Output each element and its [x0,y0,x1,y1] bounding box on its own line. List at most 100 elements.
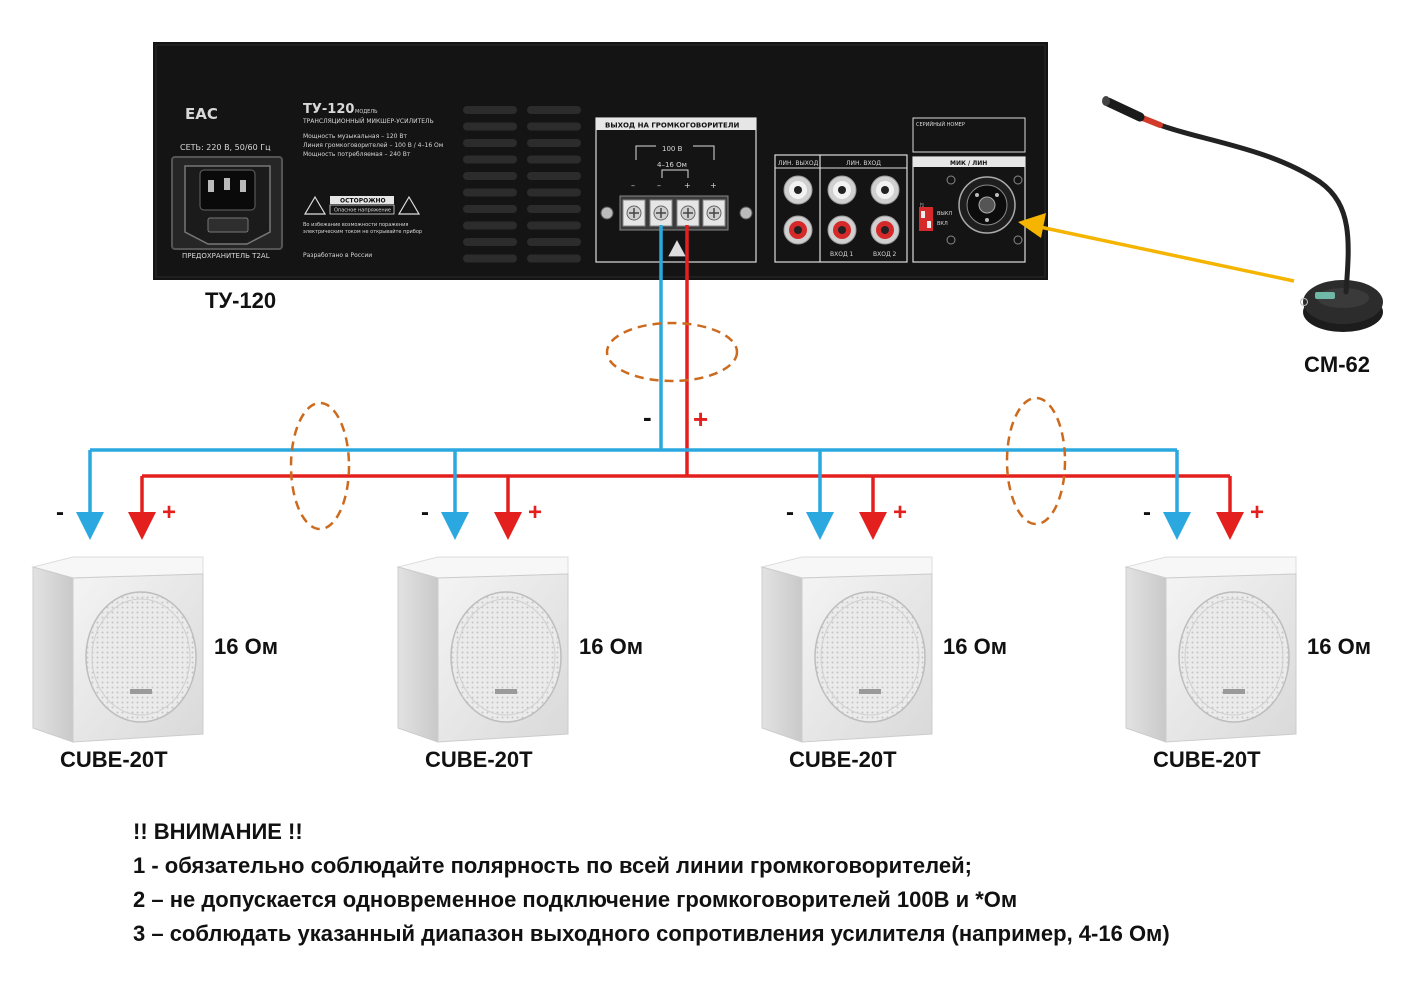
speaker-cube-20t [760,556,933,743]
vent-slot [527,172,581,180]
vent-slot [463,205,517,213]
mic-connection-arrow [1018,213,1295,283]
speaker-impedance: 16 Ом [214,634,278,659]
power-socket [171,156,283,250]
spec-line: Мощность музыкальная – 120 Вт [303,133,408,140]
speaker-name: CUBE-20T [425,747,533,772]
speaker-name: CUBE-20T [60,747,168,772]
caution-sub: Опасное напряжение [334,208,391,214]
speaker-minus-label: - [1143,499,1151,526]
output-ohm: 4–16 Ом [657,161,687,169]
speaker-grill [85,591,197,723]
amplifier-name: ТУ-120 [205,288,276,313]
speaker-minus-label: - [786,499,794,526]
warning-icon [668,240,686,257]
speaker-impedance: 16 Ом [943,634,1007,659]
speaker-name: CUBE-20T [1153,747,1261,772]
speaker-badge [495,689,517,694]
speaker-impedance: 16 Ом [1307,634,1371,659]
vent-slot [527,155,581,164]
amplifier-rear-panel: ЕАС СЕТЬ: 220 В, 50/60 Гц ПРЕДОХРАНИТЕЛЬ… [153,42,1048,280]
note-line: 2 – не допускается одновременное подключ… [133,887,1018,912]
wire-pair-ellipse [1005,396,1067,526]
negative-arrow [1163,512,1191,540]
positive-arrow [859,512,887,540]
vent-slot [463,122,517,131]
speaker-name: CUBE-20T [789,747,897,772]
vent-slot [527,254,581,263]
positive-arrow [1216,512,1244,540]
vent-slot [463,106,517,114]
caution-title: ОСТОРОЖНО [340,198,386,205]
vent-slot [527,139,581,147]
vent-slot [463,139,517,147]
vent-slot [463,188,517,197]
vent-slot [527,106,581,114]
microphone-name: CM-62 [1304,352,1370,377]
vent-slot [463,155,517,164]
speaker-plus-label: + [1250,499,1264,526]
note-line: 3 – соблюдать указанный диапазон выходно… [133,921,1170,946]
notes-title: !! ВНИМАНИЕ !! [133,819,303,844]
speaker-grill [1178,591,1290,723]
speaker-plus-label: + [528,499,542,526]
speaker-plus-label: + [893,499,907,526]
model-subtitle: ТРАНСЛЯЦИОННЫЙ МИКШЕР-УСИЛИТЕЛЬ [302,118,434,125]
main-plus-label: + [693,404,708,434]
speaker-impedance: 16 Ом [579,634,643,659]
note-line: 1 - обязательно соблюдайте полярность по… [133,853,972,878]
speaker-minus-label: - [56,499,64,526]
positive-arrow [128,512,156,540]
spec-line: Мощность потребляемая – 240 Вт [303,151,411,158]
main-minus-label: - [643,402,652,432]
output-100v: 100 В [662,145,683,153]
speaker-cube-20t [396,556,569,743]
line-out-label: ЛИН. ВЫХОД [778,160,819,167]
fuse-holder [207,217,249,233]
speaker-cube-20t [31,556,204,743]
speaker-grill [450,591,562,723]
line-in-label: ЛИН. ВХОД [846,160,881,167]
output-title: ВЫХОД НА ГРОМКОГОВОРИТЕЛИ [605,122,740,130]
positive-arrow [494,512,522,540]
vent-slot [463,172,517,180]
speaker-badge [130,689,152,694]
speaker-grill [814,591,926,723]
speaker-cube-20t [1124,556,1297,743]
terminal-sign: + [710,181,717,190]
made-in-label: Разработано в России [303,252,372,259]
spec-line: Линия громкоговорителей – 100 В / 4–16 О… [303,142,443,149]
vent-slot [527,122,581,131]
caution-block: ОСТОРОЖНО Опасное напряжение [303,195,421,215]
fuse-label: ПРЕДОХРАНИТЕЛЬ T2AL [182,252,270,260]
input2-label: ВХОД 2 [873,251,897,258]
grouping-ellipses [289,321,1067,531]
wire-pair-ellipse [289,401,351,531]
speaker-badge [1223,689,1245,694]
terminal-sign: + [684,181,691,190]
terminal-sign: – [657,181,661,190]
speaker-minus-label: - [421,499,429,526]
line-io-block: ЛИН. ВЫХОД ЛИН. ВХОД ВХОД 1 ВХОД 2 [774,154,908,263]
model-label: ТУ-120 [303,102,354,117]
off-label: ВЫКЛ [937,211,952,217]
power-label: СЕТЬ: 220 В, 50/60 Гц [180,143,271,152]
speaker-output-block: ВЫХОД НА ГРОМКОГОВОРИТЕЛИ 100 В 4–16 Ом … [595,117,757,263]
negative-arrow [76,512,104,540]
vent-slot [527,238,581,246]
negative-arrow [806,512,834,540]
mic-label: МИК / ЛИН [950,160,987,167]
eac-mark: ЕАС [185,105,218,123]
ventilation-slots [463,106,581,263]
model-word: МОДЕЛЬ [355,109,378,115]
vent-slot [463,238,517,246]
negative-arrow [441,512,469,540]
vent-slot [527,205,581,213]
speaker-badge [859,689,881,694]
wire-pair-ellipse [605,321,739,383]
speakers: - +16 Ом CUBE-20T - +16 Ом CUBE-20T - +16 Ом CUB… [31,499,1371,772]
speaker-plus-label: + [162,499,176,526]
input1-label: ВХОД 1 [830,251,854,258]
vent-slot [527,188,581,197]
